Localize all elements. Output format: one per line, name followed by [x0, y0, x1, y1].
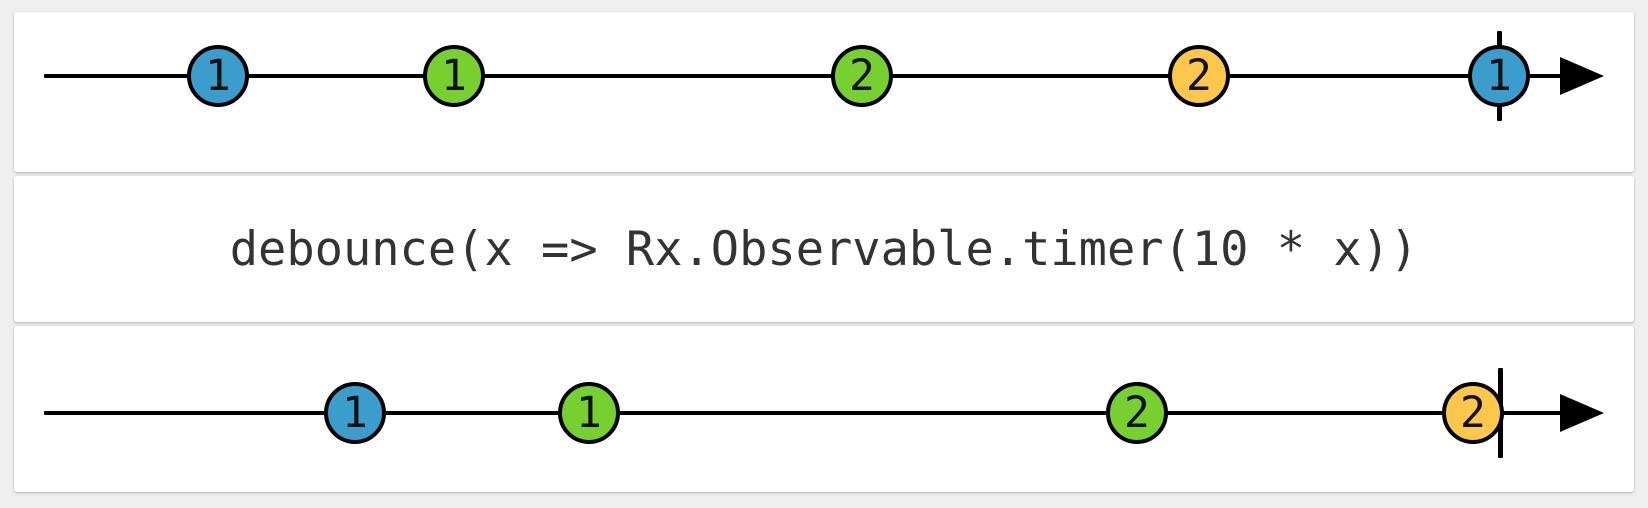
input-marble[interactable]: 1	[187, 45, 249, 107]
input-marble[interactable]: 1	[1468, 45, 1530, 107]
output-timeline-line	[44, 411, 1572, 415]
operator-card: debounce(x => Rx.Observable.timer(10 * x…	[14, 176, 1634, 322]
output-stream-card	[14, 326, 1634, 492]
output-marble: 2	[1106, 382, 1168, 444]
output-marble: 1	[324, 382, 386, 444]
output-marble: 1	[558, 382, 620, 444]
arrow-right-icon	[1560, 57, 1604, 95]
output-marble: 2	[1442, 382, 1504, 444]
input-timeline-line	[44, 74, 1572, 78]
input-marble[interactable]: 2	[1168, 45, 1230, 107]
input-marble[interactable]: 2	[831, 45, 893, 107]
input-marble[interactable]: 1	[423, 45, 485, 107]
arrow-right-icon	[1560, 394, 1604, 432]
operator-code: debounce(x => Rx.Observable.timer(10 * x…	[229, 221, 1419, 277]
input-stream-card	[14, 12, 1634, 172]
